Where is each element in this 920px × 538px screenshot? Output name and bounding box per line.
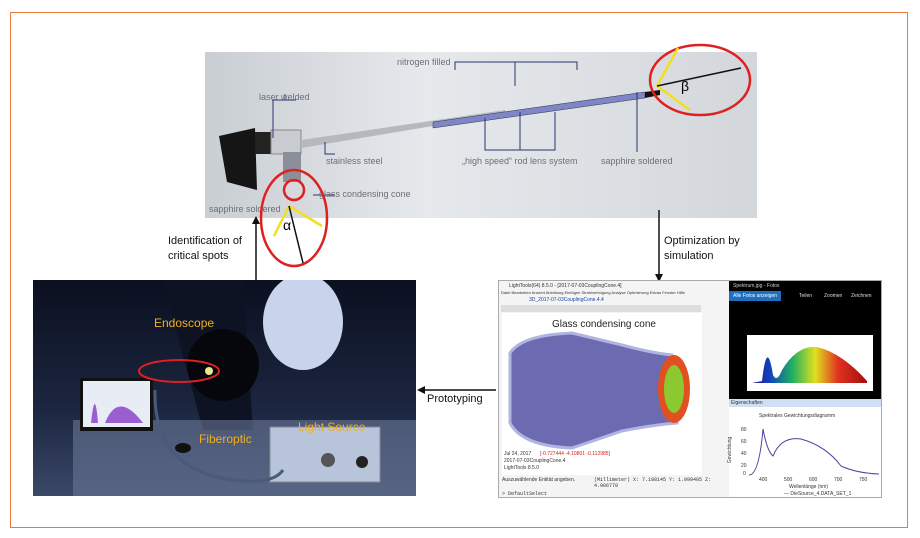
spectrum-image bbox=[747, 335, 873, 391]
annotation-stainless-steel: stainless steel bbox=[326, 156, 383, 166]
alpha-symbol: α bbox=[283, 217, 292, 233]
y-tick: 80 bbox=[741, 427, 747, 433]
command-coords: (Millimeter) X: 7.108145 Y: 1.099405 Z: … bbox=[594, 477, 712, 489]
command-prompt: Auszuwählende Entität angeben. bbox=[502, 477, 576, 483]
document-tab[interactable]: 3D_2017-07-03CouplingCone.4.4 bbox=[529, 297, 604, 303]
weighting-chart bbox=[748, 428, 880, 476]
annotation-sapphire-tip: sapphire soldered bbox=[601, 156, 673, 166]
viewport-heading: Glass condensing cone bbox=[552, 319, 656, 330]
y-tick: 40 bbox=[741, 451, 747, 457]
y-tick: 20 bbox=[741, 463, 747, 469]
menu-bar[interactable]: Datei Bearbeiten Ansicht Abbildung Einfü… bbox=[501, 290, 685, 295]
annotation-rod-lens: „high speed“ rod lens system bbox=[462, 156, 578, 166]
beta-symbol: β bbox=[681, 78, 690, 94]
x-tick: 700 bbox=[834, 477, 843, 483]
zoom-button[interactable]: Zoomen bbox=[824, 293, 843, 299]
annotation-sapphire-base: sapphire soldered bbox=[209, 204, 281, 214]
status-file: 2017-07-03CouplingCone.4 bbox=[504, 458, 566, 464]
3d-viewport[interactable]: Glass condensing cone Jul 24, 2017 [-0.7… bbox=[502, 313, 702, 475]
x-tick: 600 bbox=[809, 477, 818, 483]
y-tick: 0 bbox=[743, 471, 746, 477]
window-title: LightTools(64) 8.5.0 - [2017-07-03Coupli… bbox=[509, 283, 622, 289]
simulation-screenshot: LightTools(64) 8.5.0 - [2017-07-03Coupli… bbox=[498, 280, 882, 498]
properties-tab[interactable]: Spektrales Gewichtungsdiagramm bbox=[759, 413, 836, 419]
x-tick: 400 bbox=[759, 477, 768, 483]
annotation-glass-cone: glass condensing cone bbox=[319, 189, 411, 199]
photo-viewer: Spektrum.jpg - Fotos Alle Fotos anzeigen… bbox=[729, 281, 881, 399]
all-photos-button[interactable]: Alle Fotos anzeigen bbox=[729, 291, 781, 301]
x-axis-label: Wellenlänge (nm) bbox=[789, 484, 829, 490]
share-button[interactable]: Teilen bbox=[799, 293, 813, 299]
endoscope-drawing bbox=[219, 61, 660, 196]
command-input[interactable]: > DefaultSelect bbox=[502, 491, 548, 497]
x-tick: 750 bbox=[859, 477, 868, 483]
y-axis-label: Gewichtung bbox=[727, 436, 734, 464]
chart-legend: — DieSource_4.DATA_SET_1 bbox=[784, 491, 852, 497]
label-light-source: Light Source bbox=[298, 420, 366, 434]
toolbar[interactable] bbox=[501, 305, 701, 312]
status-version: LightTools 8.5.0 bbox=[504, 465, 540, 471]
label-identification: Identification of critical spots bbox=[168, 235, 242, 262]
label-prototyping: Prototyping bbox=[427, 393, 483, 405]
properties-panel: Eigenschaften Spektrales Gewichtungsdiag… bbox=[727, 399, 881, 497]
critical-spot-circle-alpha bbox=[259, 168, 329, 268]
label-fiberoptic: Fiberoptic bbox=[199, 432, 252, 446]
annotation-laser-welded: laser welded bbox=[259, 92, 310, 102]
lab-photo: Endoscope Fiberoptic Light Source bbox=[33, 280, 416, 496]
critical-spot-circle-beta bbox=[648, 43, 752, 117]
label-optimization: Optimization by simulation bbox=[664, 235, 740, 262]
lighttools-window: LightTools(64) 8.5.0 - [2017-07-03Coupli… bbox=[499, 281, 729, 497]
endoscope-image: nitrogen filled laser welded stainless s… bbox=[205, 52, 757, 218]
annotation-nitrogen-filled: nitrogen filled bbox=[397, 57, 451, 67]
draw-button[interactable]: Zeichnen bbox=[851, 293, 872, 299]
x-tick: 500 bbox=[784, 477, 793, 483]
label-endoscope: Endoscope bbox=[154, 316, 215, 330]
photo-title: Spektrum.jpg - Fotos bbox=[733, 283, 780, 289]
figure-frame bbox=[10, 12, 908, 528]
status-coords: [-0.727444 -4.10801 -0.112985] bbox=[540, 451, 610, 457]
y-tick: 60 bbox=[741, 439, 747, 445]
properties-title: Eigenschaften bbox=[729, 399, 881, 407]
status-date: Jul 24, 2017 bbox=[504, 451, 532, 457]
